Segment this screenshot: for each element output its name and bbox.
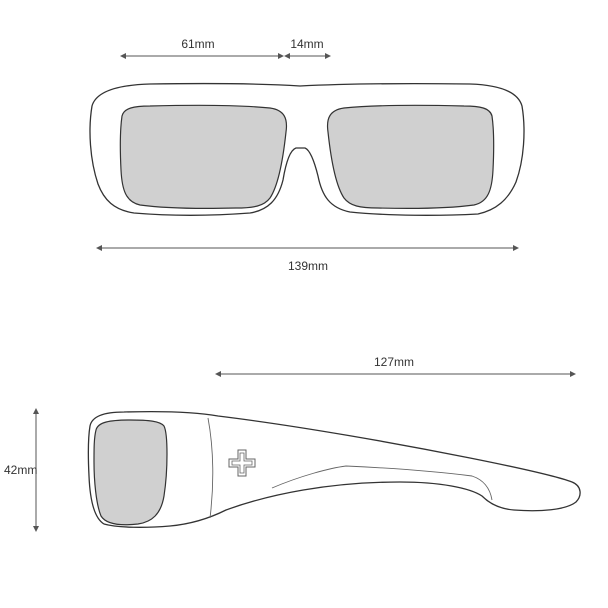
lens-width-label: 61mm [181,37,214,51]
right-lens [326,104,495,209]
lens-height-arrow-bottom [33,526,39,532]
temple-length-arrow-right [570,371,576,377]
lens-width-arrow-right [278,53,284,59]
bridge-width-label: 14mm [290,37,323,51]
lens-height-dimension: 42mm [4,408,39,532]
temple-length-dimension: 127mm [215,355,576,377]
temple-length-arrow-left [215,371,221,377]
bridge-width-arrow-left [284,53,290,59]
frame-width-arrow-left [96,245,102,251]
frame-width-arrow-right [513,245,519,251]
lens-width-arrow-left [120,53,126,59]
side-view: 127mm 42mm [4,355,581,532]
frame-width-label: 139mm [288,259,328,273]
lens-height-arrow-top [33,408,39,414]
frame-width-dimension: 139mm [96,245,519,273]
lens-width-dimension: 61mm [120,37,284,59]
side-lens [93,419,168,526]
lens-height-label: 42mm [4,463,37,477]
bridge-width-arrow-right [325,53,331,59]
temple-inner-curve [271,465,493,501]
cross-emblem-icon [228,449,256,477]
bridge-width-dimension: 14mm [284,37,331,59]
left-lens [119,104,288,209]
temple-length-label: 127mm [374,355,414,369]
temple-hinge-edge [207,417,214,519]
front-view: 61mm 14mm 139mm [89,37,525,273]
